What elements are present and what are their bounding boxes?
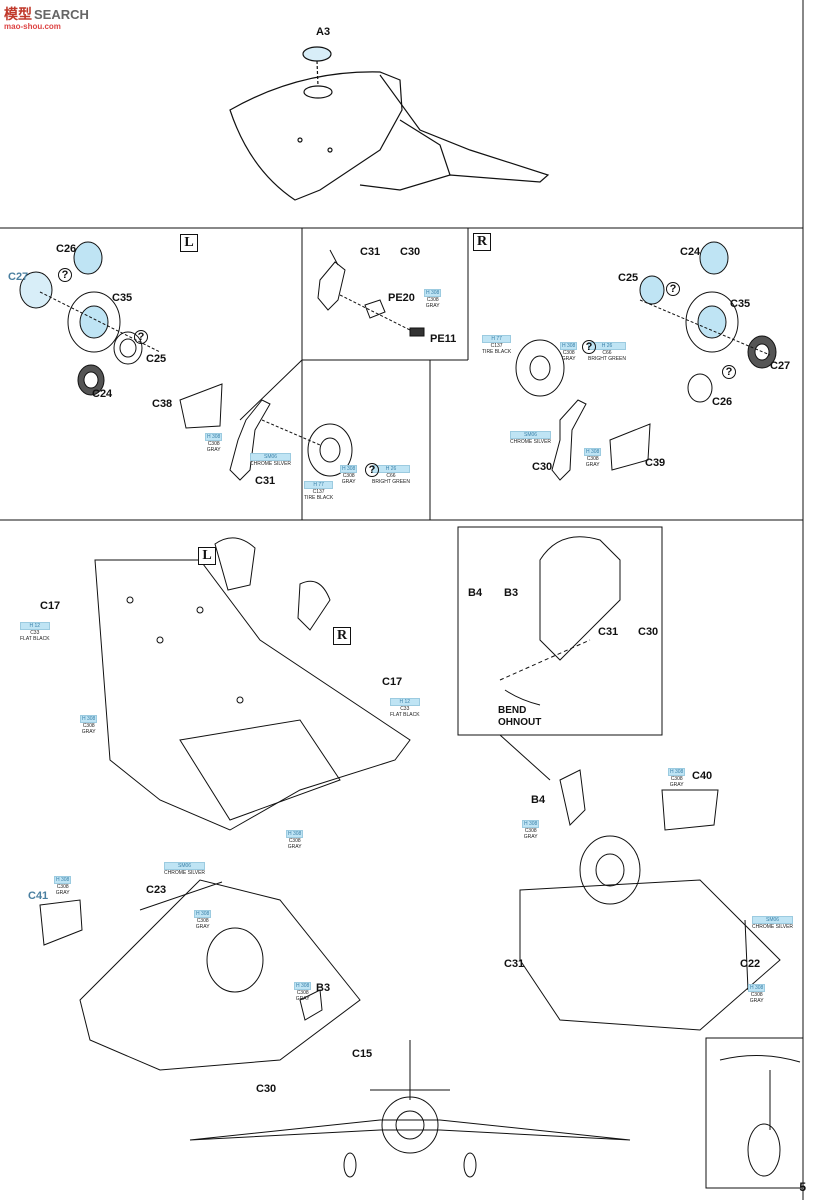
wing-underside-left bbox=[94, 537, 411, 831]
wheel-right-exploded bbox=[515, 241, 777, 481]
part-label: C30 bbox=[638, 626, 659, 638]
watermark-logo: 模型 bbox=[4, 6, 32, 22]
part-label: C27 bbox=[770, 360, 791, 372]
part-label: B3 bbox=[316, 982, 331, 994]
part-label: C39 bbox=[645, 457, 666, 469]
part-label: PE11 bbox=[430, 333, 457, 345]
step4-right-assembly bbox=[519, 769, 781, 1031]
part-label: C40 bbox=[692, 770, 713, 782]
part-label: C30 bbox=[532, 461, 553, 473]
part-label: B4 bbox=[531, 794, 546, 806]
side-marker-left-2: L bbox=[198, 547, 216, 565]
part-label: C31 bbox=[255, 475, 276, 487]
question-icon: ? bbox=[58, 268, 72, 282]
part-label: C23 bbox=[146, 884, 167, 896]
part-label: C38 bbox=[152, 398, 173, 410]
side-marker-left: L bbox=[180, 234, 198, 252]
watermark-search: SEARCH bbox=[34, 7, 89, 22]
part-label: C26 bbox=[56, 243, 77, 255]
question-icon: ? bbox=[134, 330, 148, 344]
step4-left-assembly bbox=[39, 879, 361, 1071]
center-detail bbox=[317, 249, 425, 337]
side-marker-right-2: R bbox=[333, 627, 351, 645]
part-label: C17 bbox=[40, 600, 61, 612]
part-label: B3 bbox=[504, 587, 519, 599]
corner-inset-gear bbox=[719, 1055, 801, 1177]
part-label: C17 bbox=[382, 676, 403, 688]
part-label: C35 bbox=[730, 298, 751, 310]
question-icon: ? bbox=[666, 282, 680, 296]
watermark-url: mao-shou.com bbox=[4, 22, 61, 31]
part-label: C30 bbox=[400, 246, 421, 258]
part-label: C31 bbox=[360, 246, 381, 258]
part-label: C22 bbox=[740, 958, 761, 970]
fuselage-top bbox=[229, 46, 550, 201]
part-label: B4 bbox=[468, 587, 483, 599]
part-label: C35 bbox=[112, 292, 133, 304]
page-number: 5 bbox=[799, 1180, 806, 1194]
part-label: C25 bbox=[618, 272, 639, 284]
side-marker-right: R bbox=[473, 233, 491, 251]
part-label: C24 bbox=[680, 246, 701, 258]
part-label: C30 bbox=[256, 1083, 277, 1095]
question-icon: ? bbox=[365, 463, 379, 477]
inset-frame bbox=[457, 526, 663, 736]
inset-strut bbox=[499, 536, 621, 781]
part-label: C15 bbox=[352, 1048, 373, 1060]
part-label: C41 bbox=[28, 890, 49, 902]
part-label: C24 bbox=[92, 388, 113, 400]
part-label: C31 bbox=[504, 958, 525, 970]
aircraft-front-view bbox=[189, 1040, 631, 1178]
part-label-a3: A3 bbox=[316, 26, 331, 38]
part-label: C26 bbox=[712, 396, 733, 408]
part-label: C31 bbox=[598, 626, 619, 638]
question-icon: ? bbox=[582, 340, 596, 354]
part-label: PE20 bbox=[388, 292, 415, 304]
wheel-left-exploded bbox=[19, 241, 353, 481]
corner-inset-frame bbox=[705, 1037, 804, 1189]
part-label: C25 bbox=[146, 353, 167, 365]
question-icon: ? bbox=[722, 365, 736, 379]
part-label: C27 bbox=[8, 271, 29, 283]
